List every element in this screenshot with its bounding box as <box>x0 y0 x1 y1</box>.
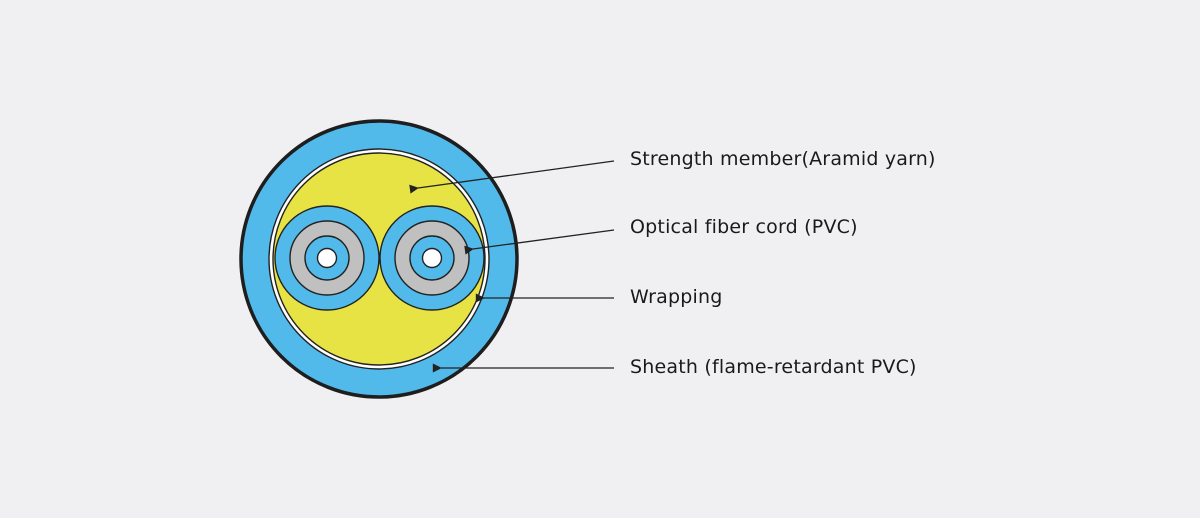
leader-line-optical-fiber-cord <box>464 229 615 255</box>
label-wrapping: Wrapping <box>630 286 723 308</box>
leader-line-strength-member <box>409 160 615 194</box>
label-sheath: Sheath (flame-retardant PVC) <box>630 356 917 378</box>
label-strength-member: Strength member(Aramid yarn) <box>630 148 936 170</box>
label-optical-fiber-cord: Optical fiber cord (PVC) <box>630 216 858 238</box>
optical-fiber-cord-left <box>274 205 380 311</box>
optical-fiber-cord-right <box>379 205 485 311</box>
